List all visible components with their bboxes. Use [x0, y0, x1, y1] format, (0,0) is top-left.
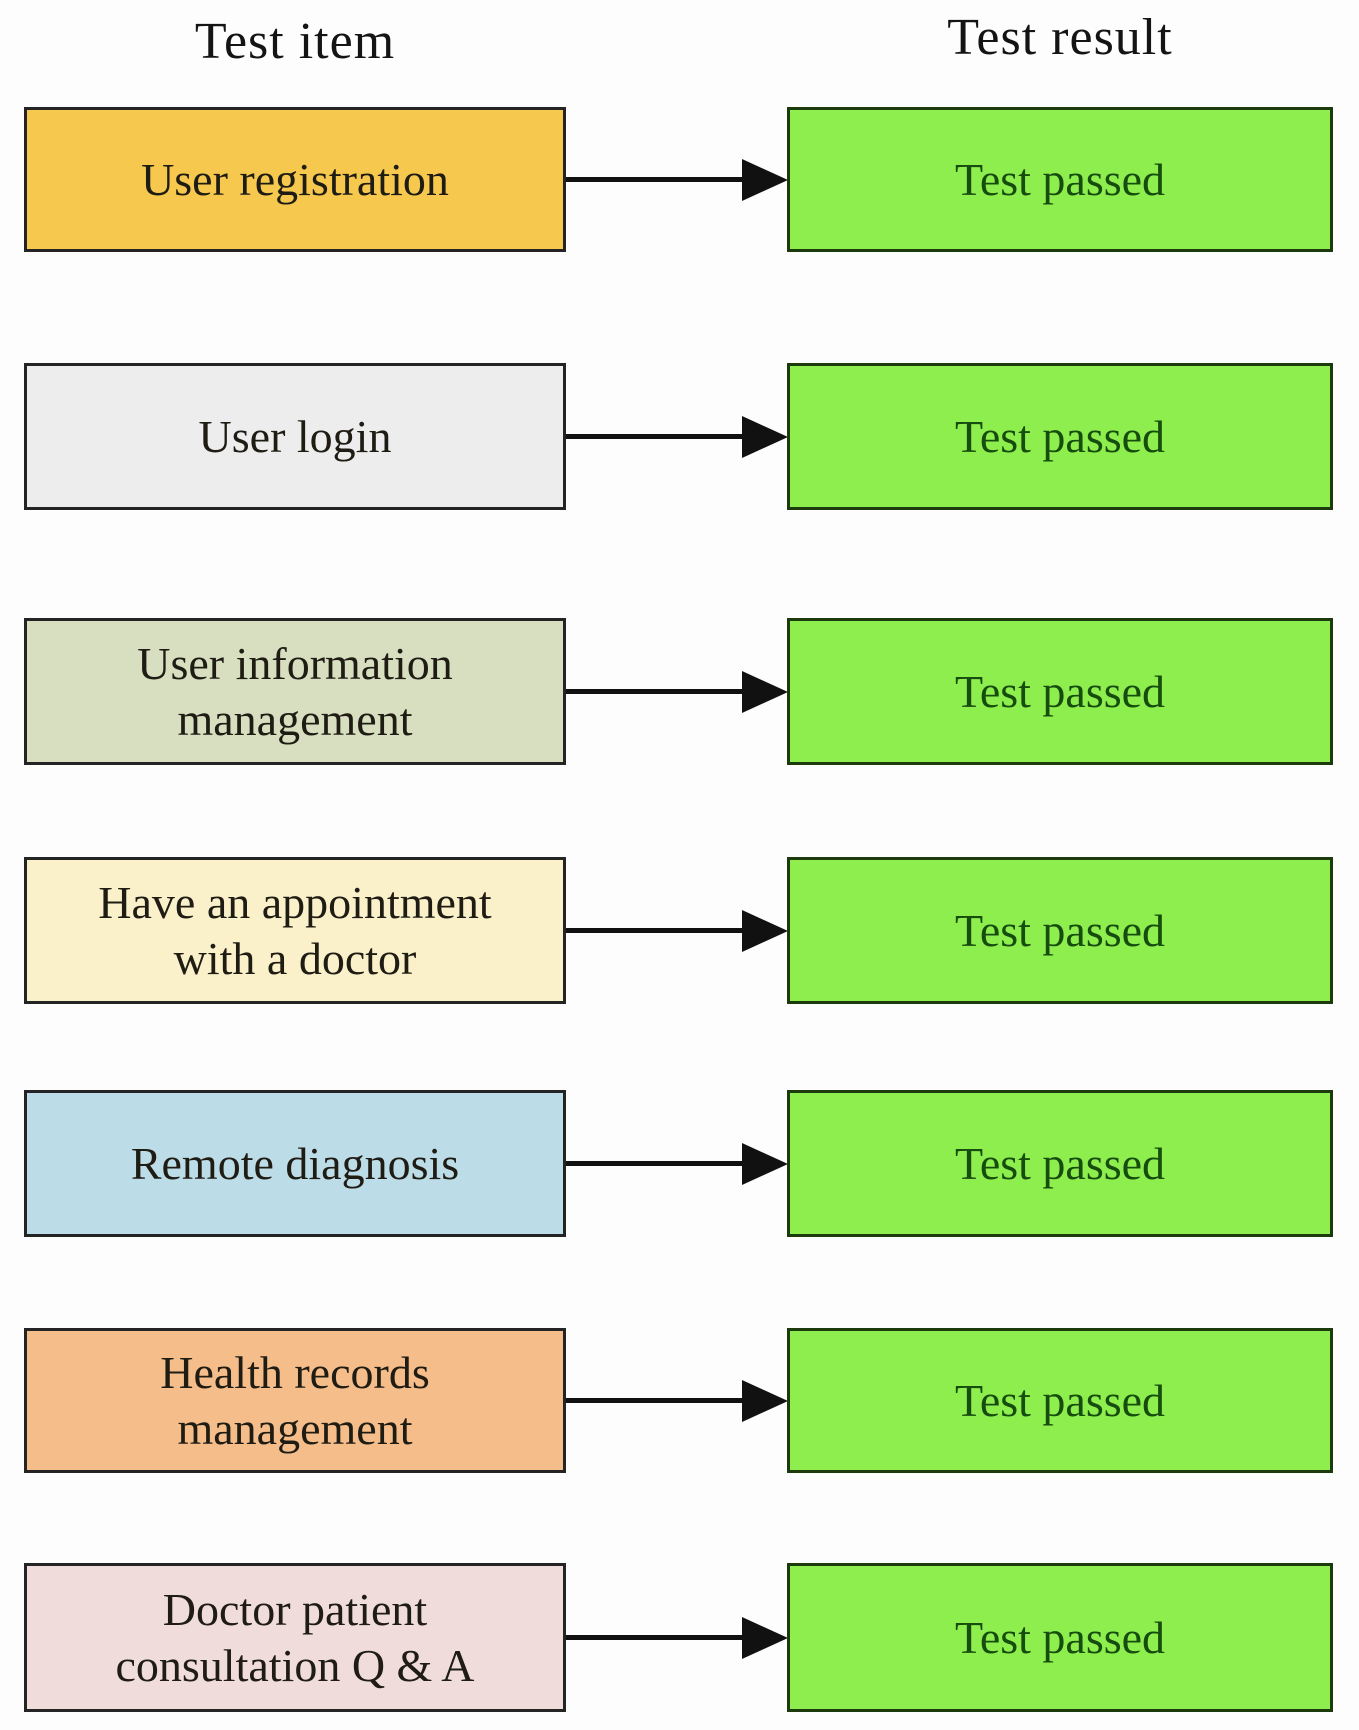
test-item-label: Remote diagnosis: [130, 1137, 460, 1189]
arrow-right-icon: [566, 107, 788, 252]
test-row: User information management Test passed: [0, 618, 1359, 765]
test-result-box: Test passed: [787, 1328, 1333, 1473]
test-result-label: Test passed: [954, 1137, 1166, 1189]
arrow-shaft: [566, 689, 742, 694]
test-row: Remote diagnosis Test passed: [0, 1090, 1359, 1237]
test-result-box: Test passed: [787, 363, 1333, 510]
arrow-right-icon: [566, 1563, 788, 1712]
arrow-shaft: [566, 928, 742, 933]
arrow-head: [742, 1616, 788, 1659]
arrow-head: [742, 909, 788, 952]
test-item-column-header: Test item: [194, 13, 396, 70]
test-result-label: Test passed: [954, 904, 1166, 956]
test-result-label: Test passed: [954, 410, 1166, 462]
test-item-box: User login: [24, 363, 566, 510]
test-item-label: Doctor patient consultation Q & A: [115, 1584, 475, 1691]
test-result-box: Test passed: [787, 857, 1333, 1004]
test-item-label: Have an appointment with a doctor: [98, 877, 492, 984]
arrow-head: [742, 1379, 788, 1422]
test-row: Doctor patient consultation Q & A Test p…: [0, 1563, 1359, 1712]
test-item-box: Remote diagnosis: [24, 1090, 566, 1237]
test-result-box: Test passed: [787, 1563, 1333, 1712]
test-item-label: User login: [198, 410, 392, 462]
arrow-head: [742, 158, 788, 201]
arrow-head: [742, 1142, 788, 1185]
arrow-right-icon: [566, 1328, 788, 1473]
arrow-shaft: [566, 1398, 742, 1403]
test-row: Have an appointment with a doctor Test p…: [0, 857, 1359, 1004]
test-result-column-header: Test result: [947, 9, 1173, 66]
arrow-right-icon: [566, 857, 788, 1004]
test-item-box: User information management: [24, 618, 566, 765]
test-result-label: Test passed: [954, 153, 1166, 205]
test-item-box: Have an appointment with a doctor: [24, 857, 566, 1004]
test-item-label: Health records management: [160, 1347, 430, 1454]
test-item-box: Health records management: [24, 1328, 566, 1473]
arrow-shaft: [566, 1161, 742, 1166]
test-row: Health records management Test passed: [0, 1328, 1359, 1473]
test-result-box: Test passed: [787, 618, 1333, 765]
arrow-shaft: [566, 177, 742, 182]
test-row: User registration Test passed: [0, 107, 1359, 252]
arrow-right-icon: [566, 363, 788, 510]
arrow-right-icon: [566, 618, 788, 765]
test-row: User login Test passed: [0, 363, 1359, 510]
test-result-box: Test passed: [787, 107, 1333, 252]
test-result-label: Test passed: [954, 1374, 1166, 1426]
test-item-label: User registration: [141, 153, 449, 205]
arrow-head: [742, 670, 788, 713]
test-item-box: User registration: [24, 107, 566, 252]
test-result-label: Test passed: [954, 665, 1166, 717]
arrow-head: [742, 415, 788, 458]
test-item-label: User information management: [137, 638, 453, 745]
arrow-shaft: [566, 1635, 742, 1640]
test-result-label: Test passed: [954, 1611, 1166, 1663]
arrow-shaft: [566, 434, 742, 439]
test-item-box: Doctor patient consultation Q & A: [24, 1563, 566, 1712]
test-result-box: Test passed: [787, 1090, 1333, 1237]
arrow-right-icon: [566, 1090, 788, 1237]
